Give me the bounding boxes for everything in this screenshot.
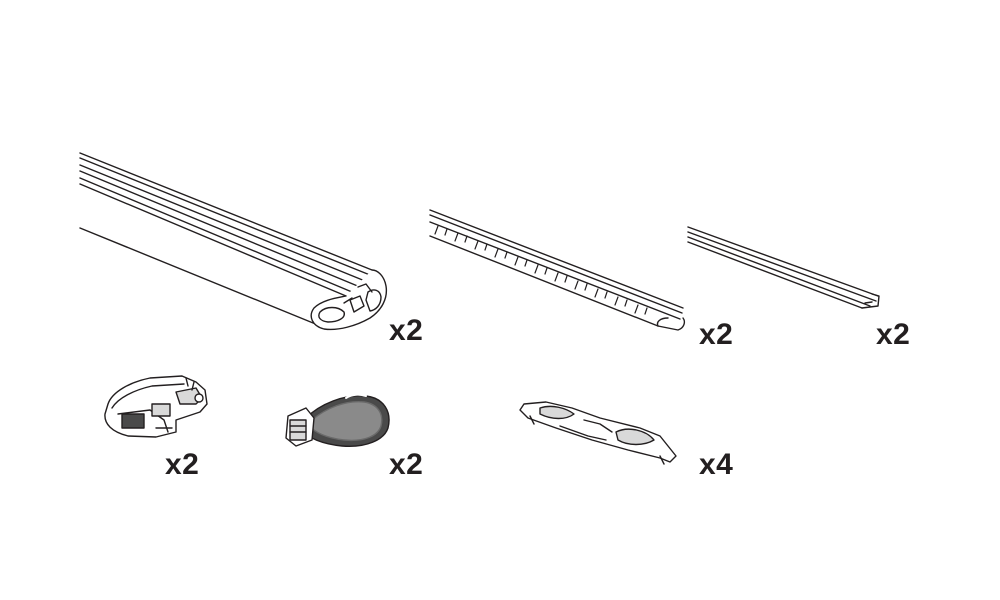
quantity-label-rubber-strip: x2: [876, 318, 911, 351]
end-cap-illustration: [285, 393, 390, 447]
mounting-plate-illustration: [519, 401, 677, 465]
quantity-label-mounting-plate: x4: [699, 448, 734, 481]
rubber-strip-illustration: [687, 226, 880, 309]
quantity-label-foot-adapter: x2: [165, 448, 200, 481]
quantity-label-end-cap: x2: [389, 448, 424, 481]
quantity-label-load-bar: x2: [389, 314, 424, 347]
cover-strip-illustration: [429, 209, 686, 331]
foot-adapter-illustration: [104, 375, 208, 438]
quantity-label-cover-strip: x2: [699, 318, 734, 351]
load-bar-illustration: [79, 152, 388, 331]
